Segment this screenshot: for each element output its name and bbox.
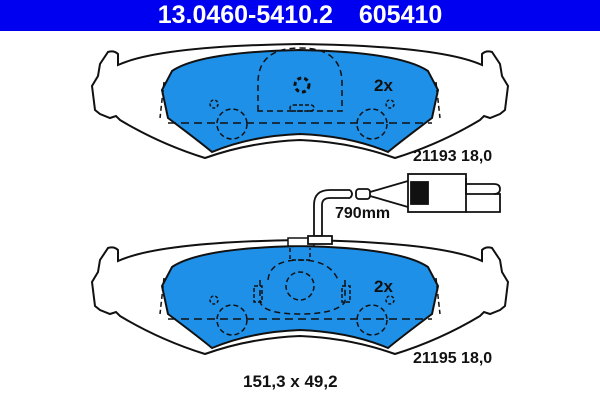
title-bar: 13.0460-5410.2 605410 bbox=[0, 0, 600, 31]
bottom-pad-code: 21195 18,0 bbox=[413, 350, 493, 367]
top-brake-pad bbox=[91, 43, 509, 159]
ref-number: 605410 bbox=[358, 1, 443, 29]
wear-sensor bbox=[307, 173, 501, 245]
top-pad-code: 21193 18,0 bbox=[413, 148, 493, 165]
bottom-brake-pad bbox=[91, 237, 509, 355]
part-number: 13.0460-5410.2 bbox=[157, 1, 333, 29]
sensor-length: 790mm bbox=[335, 205, 391, 222]
bottom-pad-quantity: 2x bbox=[374, 277, 393, 296]
pad-dimensions: 151,3 x 49,2 bbox=[243, 372, 338, 391]
top-pad-quantity: 2x bbox=[374, 76, 393, 95]
